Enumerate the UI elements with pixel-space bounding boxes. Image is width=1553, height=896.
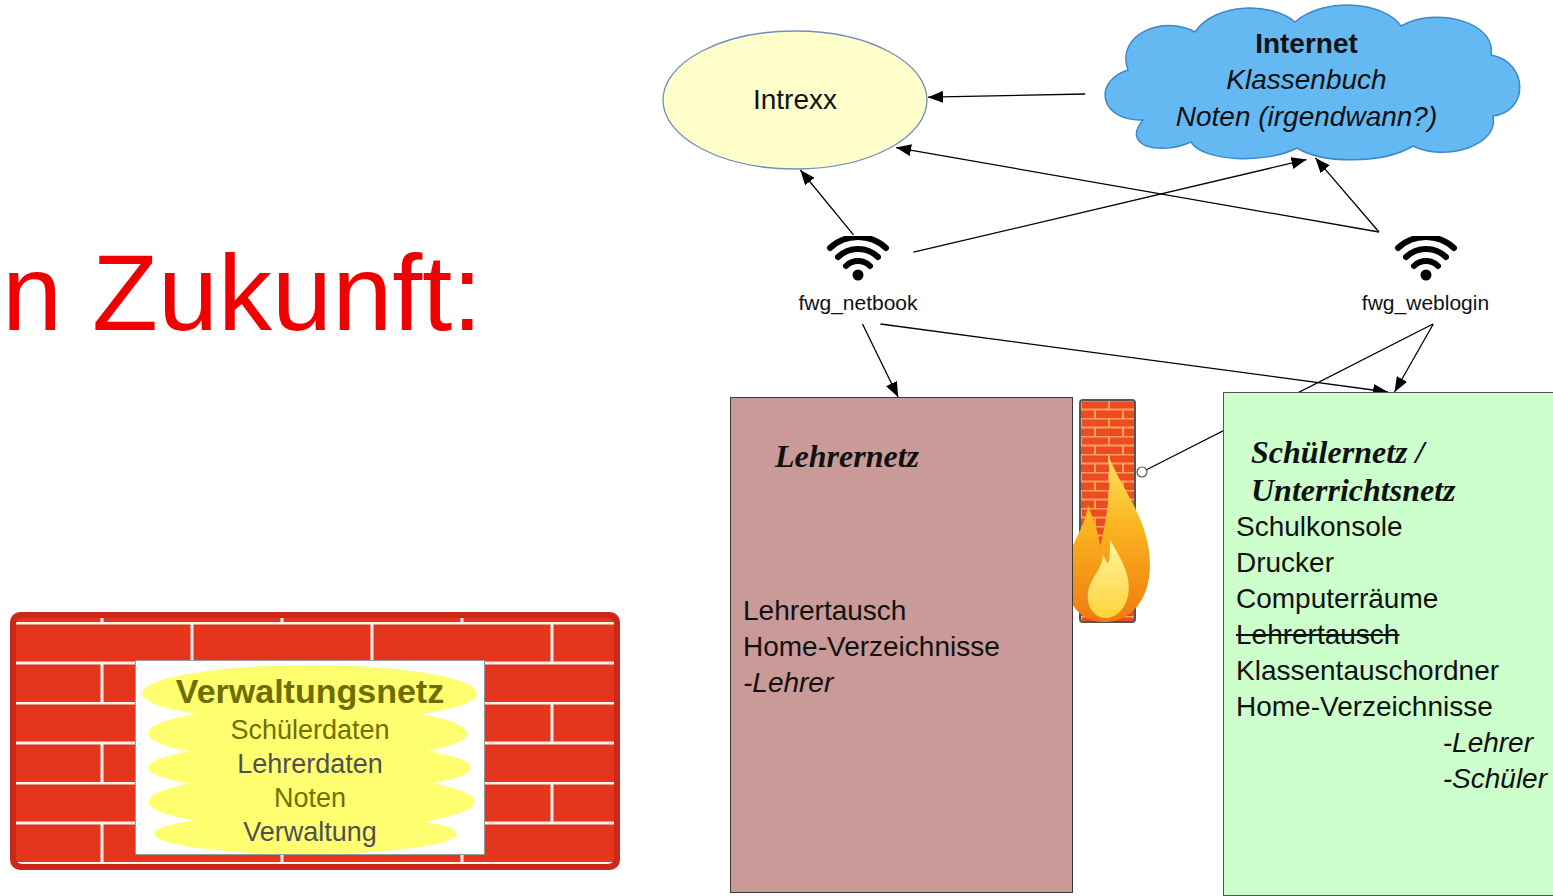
slide-title: n Zukunft: xyxy=(2,228,482,358)
wifi-node: fwg_weblogin xyxy=(1348,232,1503,324)
admin-network-box: VerwaltungsnetzSchülerdatenLehrerdatenNo… xyxy=(135,660,485,855)
wifi-icon xyxy=(827,236,889,282)
network-box: LehrernetzLehrertauschHome-Verzeichnisse… xyxy=(730,397,1073,893)
node-text: Lehrerdaten xyxy=(136,747,484,781)
node-text: -Lehrer xyxy=(1224,725,1553,761)
node-text: Home-Verzeichnisse xyxy=(731,629,1072,665)
node-text: Schülerdaten xyxy=(136,713,484,747)
node-text: Drucker xyxy=(1224,545,1553,581)
node-text: Home-Verzeichnisse xyxy=(1224,689,1553,725)
network-box: Schülernetz / UnterrichtsnetzSchulkonsol… xyxy=(1223,392,1553,896)
wifi-icon xyxy=(1395,236,1457,282)
node-heading: fwg_netbook xyxy=(798,290,917,316)
connector-arrow xyxy=(914,160,1307,253)
connector-arrow xyxy=(881,324,1389,392)
firewall-symbol xyxy=(1066,400,1150,622)
node-text: Verwaltung xyxy=(136,815,484,849)
node-heading: Schülernetz / Unterrichtsnetz xyxy=(1251,433,1533,509)
node-heading: Lehrernetz xyxy=(775,436,1072,476)
node-text: -Schüler xyxy=(1224,761,1553,797)
node-heading: Internet xyxy=(1255,26,1358,62)
node-heading: Verwaltungsnetz xyxy=(136,669,484,713)
node-text: Klassentauschordner xyxy=(1224,653,1553,689)
connector-arrow xyxy=(928,94,1085,97)
node-text: -Lehrer xyxy=(731,665,1072,701)
node-heading: fwg_weblogin xyxy=(1362,290,1489,316)
node-text: Noten (irgendwann?) xyxy=(1176,98,1438,136)
connector-arrow xyxy=(896,148,1379,232)
connector-arrow xyxy=(1395,324,1434,392)
node-heading: Intrexx xyxy=(753,84,837,116)
ellipse-node: Intrexx xyxy=(662,30,928,170)
brick-wall xyxy=(10,612,620,870)
connector-arrow xyxy=(800,170,853,235)
wifi-node: fwg_netbook xyxy=(783,232,933,324)
node-text: Noten xyxy=(136,781,484,815)
node-text: Schulkonsole xyxy=(1224,509,1553,545)
connector-arrow xyxy=(1315,158,1379,232)
node-text: Klassenbuch xyxy=(1226,62,1386,98)
node-text: Lehrertausch xyxy=(1224,617,1553,653)
node-text: Lehrertausch xyxy=(731,593,1072,629)
connector-arrow xyxy=(863,324,899,397)
node-text: Computerräume xyxy=(1224,581,1553,617)
cloud-node: InternetKlassenbuchNoten (irgendwann?) xyxy=(1083,0,1530,162)
